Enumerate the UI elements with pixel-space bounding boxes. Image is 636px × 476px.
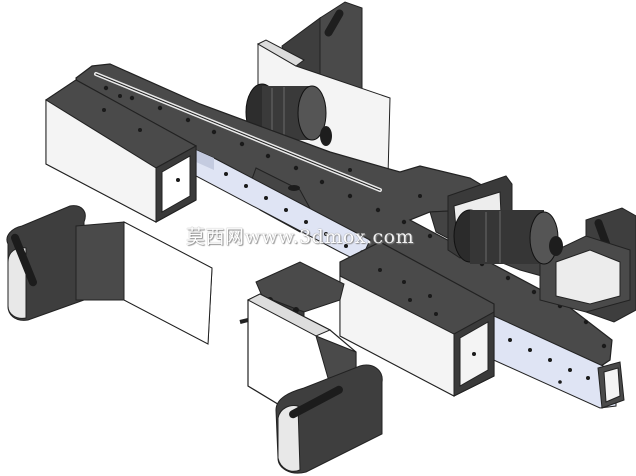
center-box-bracket [339, 241, 495, 397]
right-hinge-bracket [539, 207, 636, 323]
top-motor [245, 83, 332, 146]
bottom-hinge-bracket [246, 293, 383, 474]
right-motor [447, 175, 563, 265]
watermark-text: 莫西网www.3dmox.com [186, 226, 415, 248]
left-hinge-bracket [6, 205, 213, 345]
left-box-bracket [45, 79, 198, 223]
